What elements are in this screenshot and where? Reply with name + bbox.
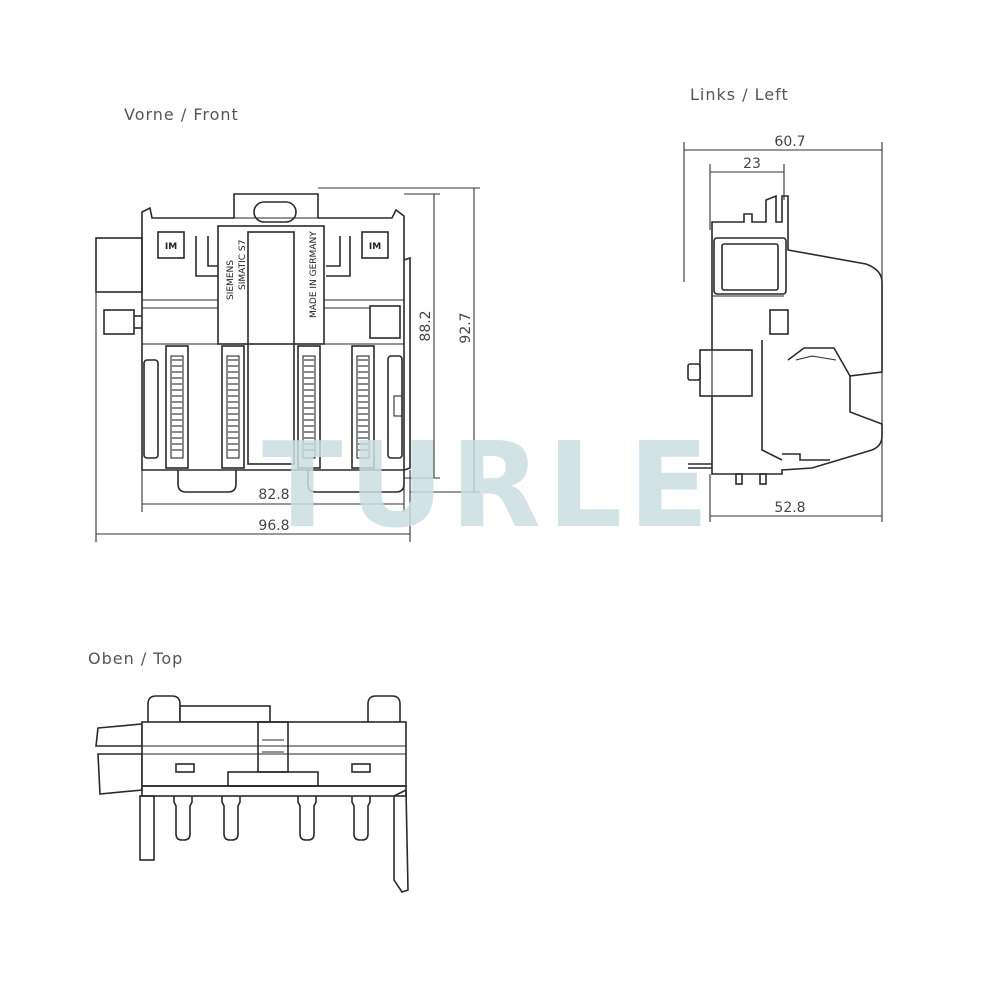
bus-connector-slot <box>170 355 184 459</box>
top-pin <box>173 796 193 841</box>
top-pin <box>297 796 317 841</box>
front-origin-text: MADE IN GERMANY <box>309 231 319 318</box>
front-badge-right-text: IM <box>369 242 381 252</box>
dim-left-partial-depth: 23 <box>743 156 761 172</box>
top-upper-rail <box>179 705 271 723</box>
left-hook <box>787 347 851 377</box>
bus-connector <box>351 345 375 469</box>
front-foot-left <box>177 470 237 493</box>
front-badge-left-text: IM <box>165 242 177 252</box>
front-bus-connectors <box>165 345 375 469</box>
top-side-plate-left <box>139 795 155 861</box>
bus-connector <box>165 345 189 469</box>
front-product-text: SIMATIC S7 <box>238 240 248 290</box>
front-view-title: Vorne / Front <box>124 105 239 124</box>
top-left-connector-upper <box>95 723 143 747</box>
left-knob <box>699 349 753 397</box>
bus-connector <box>221 345 245 469</box>
top-pin <box>351 796 371 841</box>
left-front-connector <box>713 237 787 295</box>
dim-left-body-depth: 52.8 <box>774 500 805 516</box>
bus-connector-slot <box>302 355 316 459</box>
dim-front-inner-width: 82.8 <box>258 487 289 503</box>
top-left-connector-lower <box>97 753 143 795</box>
front-center-window <box>247 231 295 465</box>
dim-left-total-depth: 60.7 <box>774 134 805 150</box>
dim-front-inner-height: 88.2 <box>418 310 434 341</box>
top-pins <box>173 796 371 841</box>
top-side-plate-right <box>393 788 409 893</box>
front-view: IM IM SIEMENS SIMATIC S7 MADE IN GERMANY <box>95 187 480 542</box>
front-badge-right <box>361 231 389 259</box>
watermark-logo: TURLE <box>262 416 715 554</box>
top-pin <box>221 796 241 841</box>
front-top-slot <box>253 201 297 223</box>
top-view-title: Oben / Top <box>88 649 183 668</box>
top-foot-right <box>367 695 401 722</box>
top-foot-left <box>147 695 181 722</box>
top-bottom-strip <box>141 785 407 797</box>
dim-front-outer-height: 92.7 <box>458 312 474 343</box>
top-view <box>95 695 409 893</box>
bus-connector-slot <box>226 355 240 459</box>
front-side-latch-left <box>143 359 159 459</box>
bus-connector-slot <box>356 355 370 459</box>
left-view-title: Links / Left <box>690 85 789 104</box>
front-right-tab <box>369 305 401 339</box>
front-hook-right <box>326 236 351 277</box>
front-left-connector <box>95 237 143 293</box>
front-right-side <box>403 256 411 471</box>
front-hook-left <box>195 236 218 277</box>
left-body-outline <box>711 194 883 475</box>
front-brand-text: SIEMENS <box>226 260 236 300</box>
front-badge-left <box>157 231 185 259</box>
left-clip-tab <box>769 309 789 335</box>
left-view: 60.7 23 52.8 <box>683 134 883 522</box>
front-left-latch <box>103 309 135 335</box>
dim-front-outer-width: 96.8 <box>258 518 289 534</box>
bus-connector <box>297 345 321 469</box>
